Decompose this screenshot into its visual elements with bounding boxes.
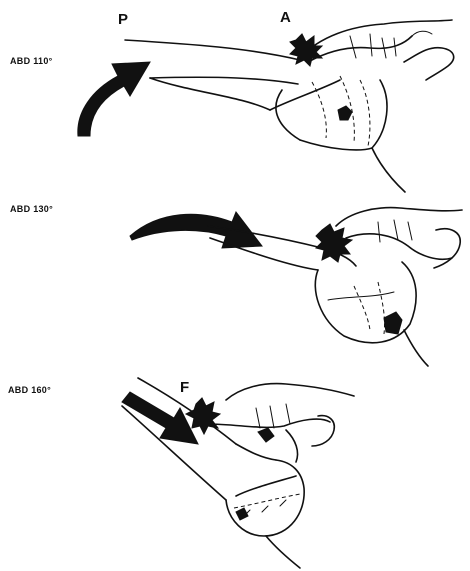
- rotation-arrow-2: [130, 212, 262, 248]
- humerus-1: [125, 40, 405, 192]
- marker-p: P: [118, 11, 128, 28]
- scapula-3: [206, 384, 354, 462]
- contact-spot-2: [384, 312, 402, 334]
- marker-f: F: [180, 379, 189, 396]
- scapula-1: [300, 20, 454, 80]
- panel-3-label: ABD 160°: [8, 385, 51, 395]
- contact-spot-3: [258, 428, 274, 442]
- panel-abd-110: ABD 110° P A: [10, 9, 454, 192]
- panel-2-label: ABD 130°: [10, 204, 53, 214]
- panel-1-label: ABD 110°: [10, 56, 53, 66]
- contact-spot-1: [338, 106, 352, 120]
- force-arrow-3: [122, 392, 198, 444]
- scapula-2: [336, 208, 462, 268]
- impingement-mark-2: [316, 224, 352, 262]
- panel-abd-160: ABD 160° F: [8, 378, 354, 568]
- marker-a: A: [280, 9, 291, 26]
- panel-abd-130: ABD 130°: [10, 204, 462, 366]
- impingement-mark-1: [290, 34, 322, 66]
- rotation-arrow-1: [78, 62, 150, 136]
- contact-spot-3b: [236, 508, 248, 520]
